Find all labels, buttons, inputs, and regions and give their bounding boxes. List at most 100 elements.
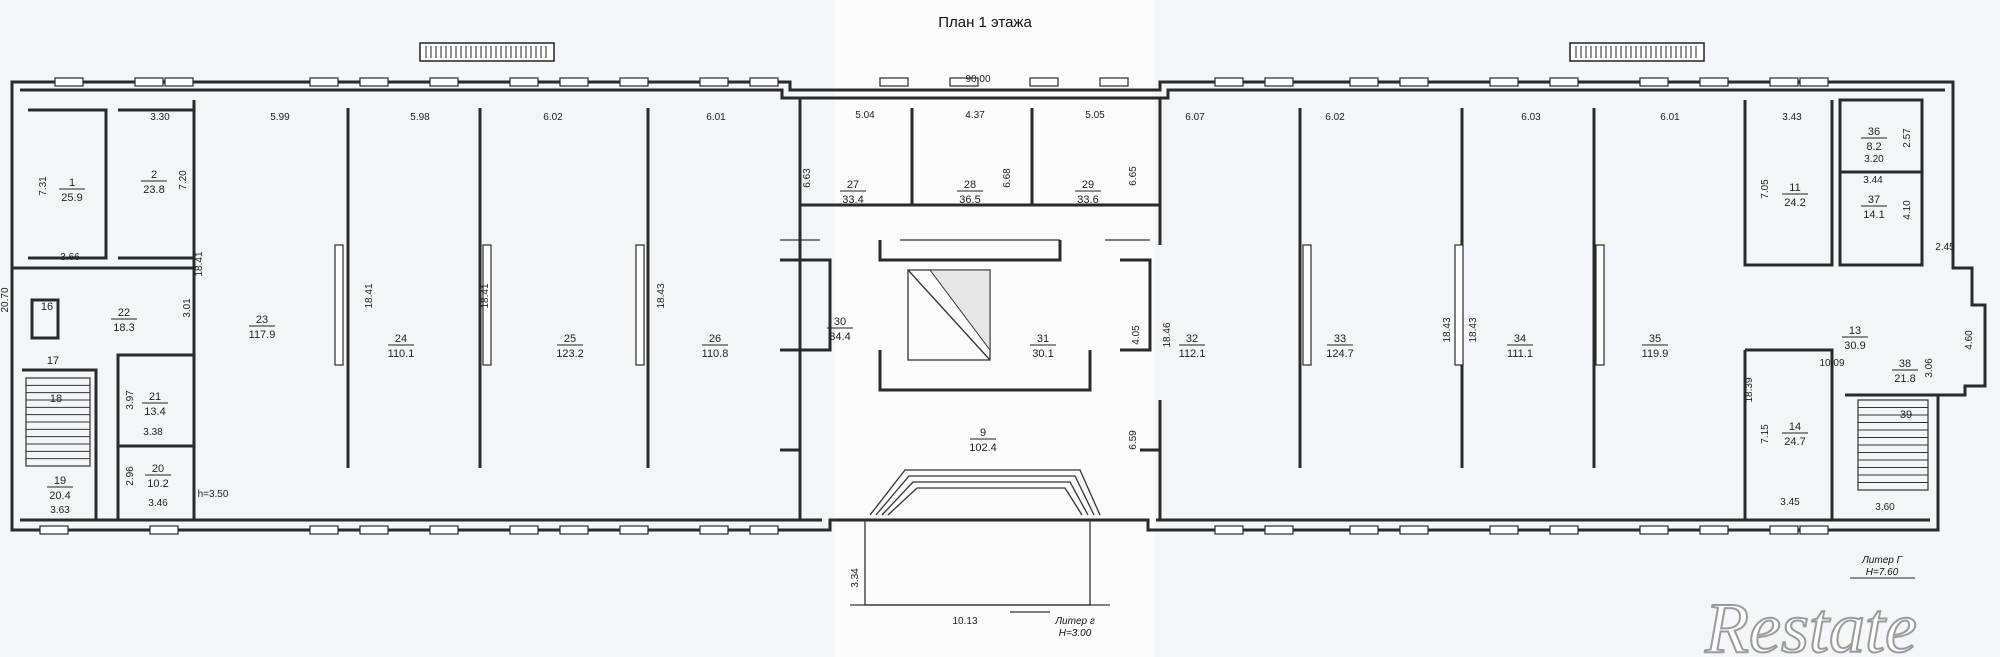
dimension-label: 4.05 [1131,325,1142,345]
dimension-label: 7.15 [1760,424,1771,444]
dimension-label: 3.30 [150,112,170,123]
window-top-9 [699,77,729,87]
window-bottom-18 [1769,525,1799,535]
room-area: 111.1 [1507,348,1533,360]
room-number: 1 [69,177,75,189]
room-number: 2 [151,169,157,181]
room-number: 22 [118,307,130,319]
dimension-label: 10.09 [1819,358,1844,369]
window-bottom-6 [559,525,589,535]
room-34: 34 111.1 [1507,333,1533,360]
room-2: 223.8 [141,169,167,196]
room-area: 102.4 [969,442,997,454]
room-number: 17 [47,355,59,367]
window-top-8 [619,77,649,87]
dimension-label: 18.41 [194,251,205,276]
window-top-4 [359,77,389,87]
room-number: 39 [1900,409,1912,421]
dimension-label: 2.45 [1935,242,1955,253]
room-area: 112.1 [1179,348,1206,360]
room-area: 23.8 [143,184,164,196]
window-top-19 [1489,77,1519,87]
room-number: 27 [847,179,859,191]
room-number: 34 [1514,333,1526,345]
room-number: 16 [41,301,53,313]
dimension-label: 7.31 [38,176,49,196]
dimension-label: 6.02 [1325,112,1345,123]
interior-walls [12,98,1938,522]
room-area: 24.2 [1784,197,1805,209]
room-number: 28 [964,179,976,191]
dimension-label: 2.57 [1902,128,1913,148]
window-bottom-1 [149,525,179,535]
room-18: 18 [50,393,62,405]
entrance-porch [850,469,1110,613]
dimension-label: 20.70 [0,287,11,312]
window-top-7 [559,77,589,87]
room-area: 110.8 [702,348,729,360]
dimension-label: 3.34 [850,568,861,588]
room-area: 8.2 [1866,141,1881,153]
window-top-1 [134,77,164,87]
room-number: 35 [1649,333,1661,345]
dimension-label: 3.66 [60,252,80,263]
room-number: 36 [1868,126,1880,138]
window-top-11 [879,77,909,87]
dimension-label: 18.43 [1442,317,1453,342]
dimension-label: 3.44 [1863,175,1883,186]
window-top-16 [1264,77,1294,87]
dimension-label: h=3.50 [198,489,229,500]
room-area: 110.1 [388,348,415,360]
dimension-label: 6.59 [1128,430,1139,450]
room-labels: 125.9223.82218.31617181920.42113.42010.2… [41,126,1918,502]
room-number: 14 [1789,421,1801,433]
dimension-label: 3.43 [1782,112,1802,123]
window-bottom-16 [1639,525,1669,535]
room-number: 19 [54,475,66,487]
window-bottom-10 [1214,525,1244,535]
window-bottom-9 [749,525,779,535]
window-bottom-19 [1799,525,1829,535]
dimension-label: 90.00 [965,74,990,85]
dimension-label: 18.41 [364,283,375,308]
room-19: 19 20.4 [47,475,73,502]
plan-title: План 1 этажа [938,14,1032,31]
room-number: 29 [1082,179,1094,191]
dimension-label: 18.41 [480,283,491,308]
room-area: 30.9 [1844,340,1865,352]
room-number: 21 [149,391,161,403]
dimension-label: 3.45 [1780,497,1800,508]
dimension-label: 7.05 [1760,179,1771,199]
room-area: 123.2 [556,348,584,360]
dimension-label: 3.06 [1924,358,1935,378]
dimension-label: 6.07 [1185,112,1205,123]
room-number: 32 [1186,333,1198,345]
dimension-label: 18.46 [1162,322,1173,347]
window-top-22 [1699,77,1729,87]
dimension-label: 2.96 [125,466,136,486]
dimension-label: 3.01 [182,298,193,318]
window-top-2 [164,77,194,87]
window-top-12 [949,77,979,87]
dimension-label: 3.97 [125,390,136,410]
window-bottom-14 [1489,525,1519,535]
window-top-14 [1099,77,1129,87]
dimension-label: 6.01 [706,112,726,123]
room-area: 20.4 [49,490,70,502]
dimension-label: 6.63 [802,168,813,188]
window-top-20 [1549,77,1579,87]
room-area: 117.9 [249,329,276,341]
outer-walls [10,80,1987,532]
window-bottom-11 [1264,525,1294,535]
